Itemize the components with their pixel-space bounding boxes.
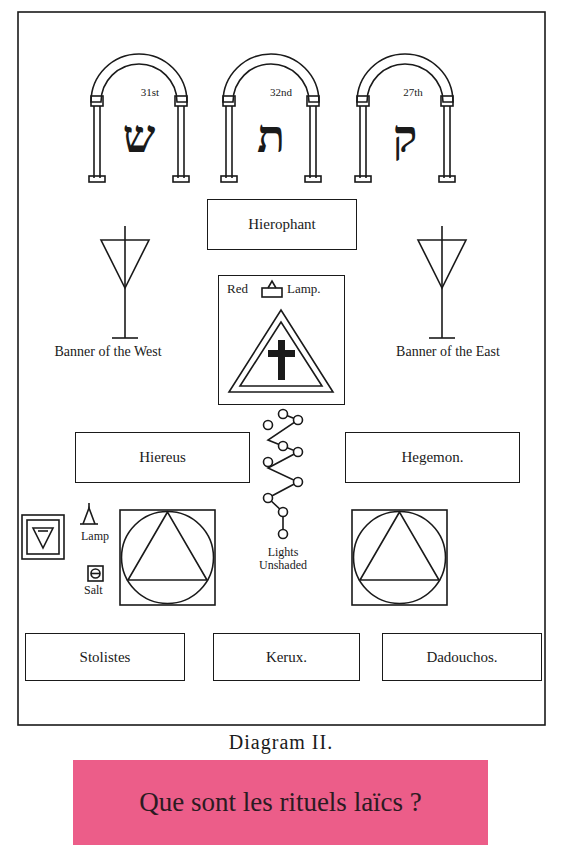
altar-symbol	[229, 281, 333, 392]
altar-label: Lamp.	[287, 281, 321, 297]
banner-label: Banner of the East	[396, 344, 500, 359]
altar-label: Red	[227, 281, 248, 297]
officer-name: Hegemon.	[401, 449, 463, 466]
officer-box: Hegemon.	[345, 432, 520, 483]
water-symbol	[22, 515, 64, 559]
hebrew-letter: ק	[393, 112, 418, 163]
officer-box: Kerux.	[213, 633, 360, 681]
officer-name: Stolistes	[80, 649, 131, 666]
path-number: 27th	[403, 86, 423, 98]
officer-box: Hierophant	[207, 199, 357, 250]
cross-symbol	[268, 340, 295, 380]
salt-label: Salt	[84, 584, 103, 597]
hebrew-letter: ת	[257, 112, 285, 163]
arch	[221, 54, 321, 182]
officer-box: Stolistes	[25, 633, 185, 681]
arch	[89, 54, 189, 182]
tree-of-life	[264, 410, 303, 539]
outer-frame	[18, 12, 545, 725]
banner-symbol	[418, 226, 466, 338]
circle-square-symbol	[120, 510, 215, 605]
path-number: 32nd	[270, 86, 292, 98]
title-band: Que sont les rituels laïcs ?	[73, 760, 488, 845]
circle-square-symbol	[352, 510, 447, 605]
salt-symbol	[88, 566, 103, 581]
altar-box: Red Lamp.	[218, 275, 345, 405]
officer-box: Hiereus	[75, 432, 250, 483]
path-number: 31st	[141, 86, 159, 98]
officer-name: Hierophant	[248, 216, 315, 233]
lamp-symbol	[80, 503, 98, 524]
hebrew-letter: ש	[123, 112, 156, 163]
lamp-label: Lamp	[81, 530, 109, 543]
lights-label: Lights Unshaded	[247, 546, 319, 572]
figure-caption: Diagram II.	[229, 731, 333, 753]
officer-name: Dadouchos.	[426, 649, 497, 666]
banner-symbol	[101, 226, 149, 338]
officer-box: Dadouchos.	[382, 633, 542, 681]
officer-name: Kerux.	[266, 649, 307, 666]
arch	[355, 54, 455, 182]
title-text: Que sont les rituels laïcs ?	[139, 788, 422, 818]
officer-name: Hiereus	[139, 449, 186, 466]
banner-label: Banner of the West	[54, 344, 161, 359]
